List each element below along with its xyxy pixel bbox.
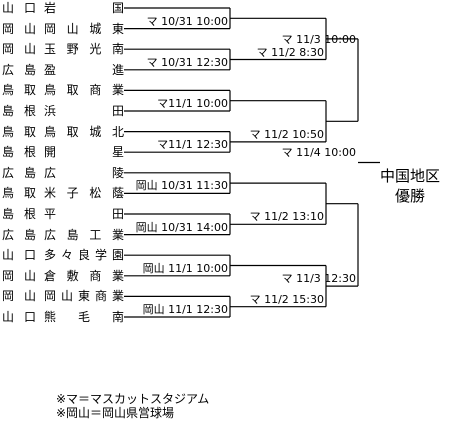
team-prefecture: 岡山 (2, 289, 36, 304)
team-school: 岩国 (44, 1, 124, 15)
round1-match-label: 岡山 10/31 14:00 (135, 220, 228, 234)
team-prefecture: 鳥取 (2, 124, 36, 139)
team-school: 広島工業 (44, 227, 124, 242)
team-prefecture: 島根 (2, 207, 36, 221)
team-prefecture: 鳥取 (2, 83, 36, 98)
champion-line2: 優勝 (394, 187, 425, 205)
round1-match-label: 岡山 11/1 10:00 (142, 261, 228, 275)
team-school: 浜田 (44, 104, 124, 118)
final-match-label: マ 11/4 10:00 (281, 145, 356, 159)
team-prefecture: 岡山 (2, 42, 36, 57)
team-school: 玉野光南 (44, 42, 124, 57)
team-prefecture: 山口 (2, 310, 36, 324)
round2-match-label: マ 11/2 13:10 (249, 210, 324, 224)
team-school: 広陵 (44, 165, 124, 180)
round1-match-label: マ11/1 12:30 (157, 138, 228, 152)
round1-match-label: マ 10/31 10:00 (146, 14, 228, 28)
team-school: 多々良学園 (44, 248, 124, 263)
team-prefecture: 岡山 (2, 21, 36, 36)
team-prefecture: 広島 (2, 165, 36, 180)
team-school: 鳥取城北 (44, 124, 124, 139)
round1-match-label: マ 10/31 12:30 (146, 55, 228, 69)
semi-match-label: マ 11/3 10:00 (281, 32, 356, 46)
round2-match-label: マ 11/2 10:50 (249, 127, 324, 141)
team-school: 鳥取商業 (44, 83, 124, 98)
team-prefecture: 山口 (2, 1, 36, 15)
round1-match-label: マ11/1 10:00 (157, 97, 228, 110)
team-school: 平田 (44, 207, 124, 221)
team-prefecture: 島根 (2, 145, 36, 160)
team-school: 岡山城東 (44, 21, 124, 36)
round2-match-label: マ 11/2 15:30 (249, 292, 324, 306)
team-prefecture: 鳥取 (2, 186, 36, 201)
semi-match-label: マ 11/3 12:30 (281, 272, 356, 286)
team-school: 開星 (44, 145, 124, 160)
team-school: 熊毛南 (44, 310, 124, 324)
team-school: 倉敷商業 (44, 268, 124, 283)
note-okayama: ※岡山＝岡山県営球場 (56, 406, 175, 420)
team-prefecture: 岡山 (2, 268, 36, 283)
round1-match-label: 岡山 10/31 11:30 (135, 179, 228, 193)
team-prefecture: 島根 (2, 104, 36, 118)
champion-line1: 中国地区 (380, 167, 441, 185)
team-prefecture: 広島 (2, 227, 36, 242)
round2-match-label: マ 11/2 8:30 (256, 45, 324, 59)
team-school: 盈進 (44, 62, 124, 77)
note-mascat: ※マ＝マスカットスタジアム (56, 392, 210, 406)
team-prefecture: 広島 (2, 62, 36, 77)
team-school: 岡山東商業 (44, 289, 124, 304)
round1-match-label: 岡山 11/1 12:30 (142, 303, 228, 316)
team-prefecture: 山口 (2, 248, 36, 263)
team-school: 米子松蔭 (44, 186, 124, 201)
champion-label: 中国地区 優勝 (380, 166, 440, 206)
